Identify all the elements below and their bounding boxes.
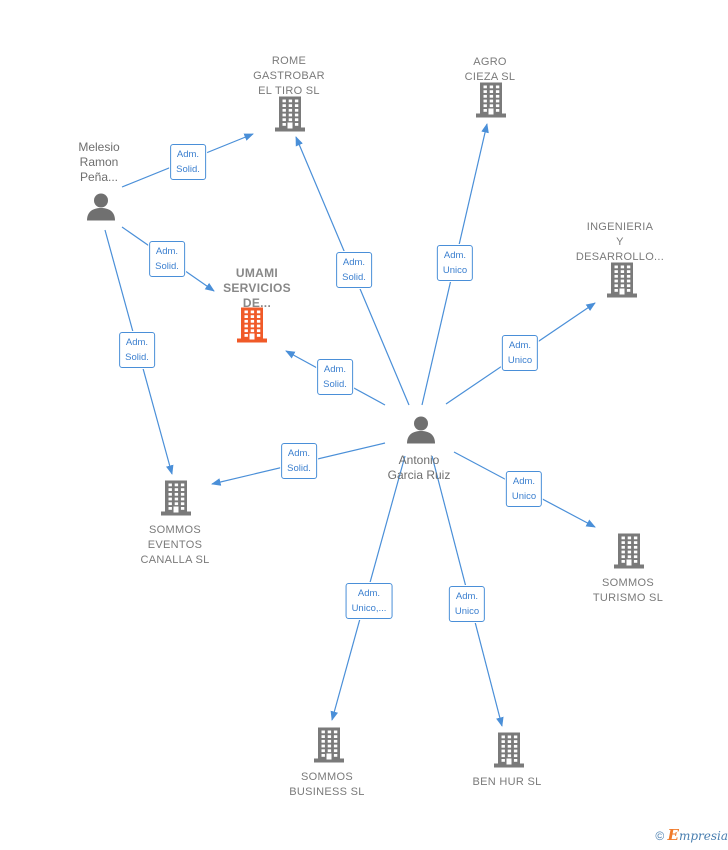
company-label-ingenieria[interactable]: INGENIERIA Y DESARROLLO... <box>575 221 665 263</box>
role-badge-melesio-eventos[interactable]: Adm. Solid. <box>119 332 155 368</box>
building-icon-rome[interactable] <box>275 96 305 137</box>
person-icon-melesio[interactable] <box>86 193 116 226</box>
company-label-benhur[interactable]: BEN HUR SL <box>472 776 542 788</box>
building-icon-turismo[interactable] <box>614 533 644 574</box>
building-icon-eventos[interactable] <box>161 480 191 521</box>
building-icon-business[interactable] <box>314 727 344 768</box>
company-label-rome[interactable]: ROME GASTROBAR EL TIRO SL <box>253 55 325 97</box>
company-label-turismo[interactable]: SOMMOS TURISMO SL <box>592 577 664 604</box>
role-badge-antonio-ingenieria[interactable]: Adm. Unico <box>501 335 539 371</box>
role-badge-antonio-eventos[interactable]: Adm. Solid. <box>281 443 317 479</box>
role-badge-antonio-business[interactable]: Adm. Unico,... <box>345 583 393 619</box>
person-label-melesio[interactable]: Melesio Ramon Peña... <box>78 140 120 184</box>
role-badge-melesio-umami[interactable]: Adm. Solid. <box>149 241 185 277</box>
building-icon-ingenieria[interactable] <box>607 262 637 303</box>
building-icon-umami[interactable] <box>237 307 267 348</box>
role-badge-antonio-turismo[interactable]: Adm. Unico <box>505 471 543 507</box>
brand-logo[interactable]: Empresia <box>667 826 728 844</box>
role-badge-antonio-agro[interactable]: Adm. Unico <box>436 245 474 281</box>
person-label-antonio[interactable]: Antonio Garcia Ruiz <box>387 453 451 482</box>
company-label-eventos[interactable]: SOMMOS EVENTOS CANALLA SL <box>140 524 210 566</box>
person-icon-antonio[interactable] <box>406 416 436 449</box>
brand-footer: © Empresia <box>655 826 728 844</box>
company-label-umami[interactable]: UMAMI SERVICIOS DE... <box>223 266 291 310</box>
role-badge-antonio-rome[interactable]: Adm. Solid. <box>336 252 372 288</box>
role-badge-antonio-benhur[interactable]: Adm. Unico <box>448 586 486 622</box>
building-icon-agro[interactable] <box>476 82 506 123</box>
copyright-icon: © <box>655 829 665 843</box>
role-badge-antonio-umami[interactable]: Adm. Solid. <box>317 359 353 395</box>
building-icon-benhur[interactable] <box>494 732 524 773</box>
role-badge-melesio-rome[interactable]: Adm. Solid. <box>170 144 206 180</box>
company-label-business[interactable]: SOMMOS BUSINESS SL <box>289 771 365 798</box>
company-label-agro[interactable]: AGRO CIEZA SL <box>464 56 516 83</box>
